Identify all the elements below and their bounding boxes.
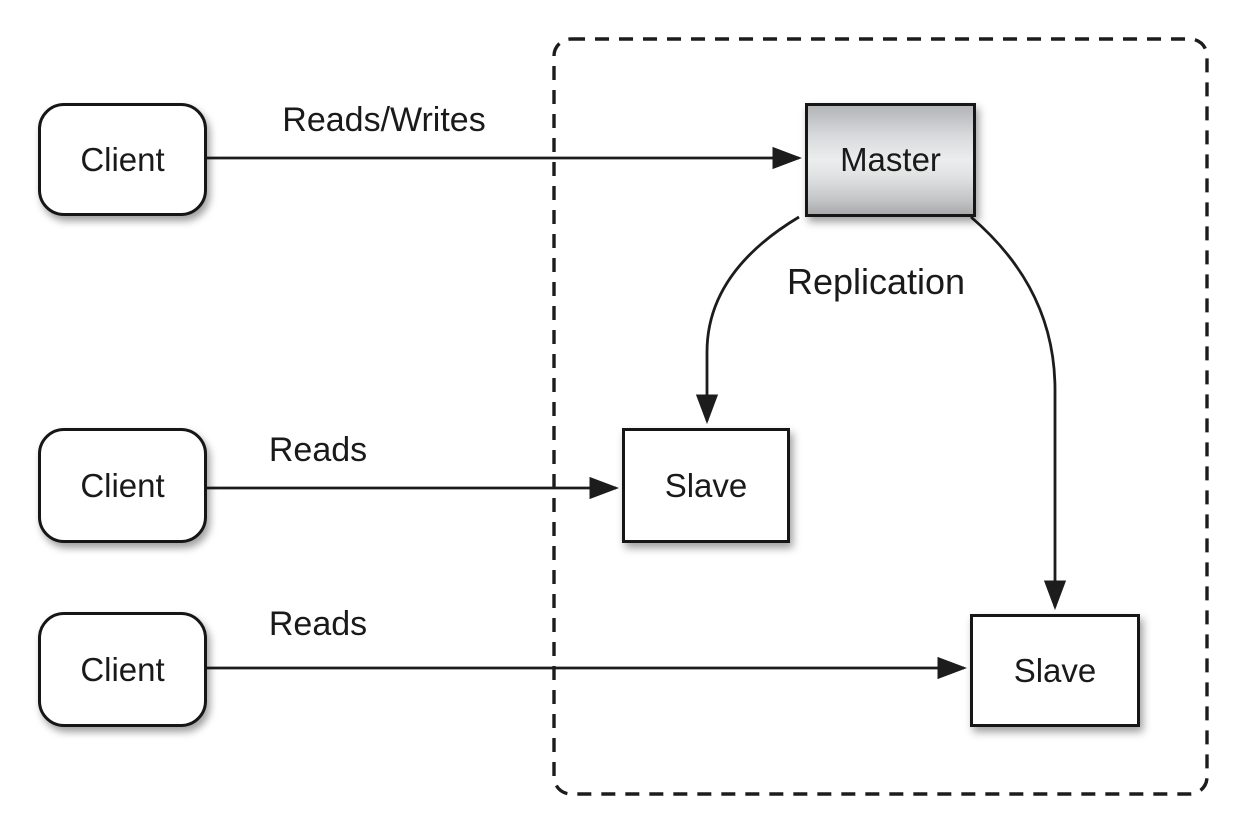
node-slave-1: Slave: [622, 428, 790, 543]
node-master-label: Master: [840, 141, 941, 178]
node-client-1-label: Client: [80, 140, 165, 178]
node-slave-2-label: Slave: [1013, 651, 1097, 689]
node-client-1: Client: [38, 103, 207, 216]
edge-label-reads-middle: Reads: [268, 431, 368, 469]
node-client-3: Client: [38, 612, 207, 727]
node-slave-1-label: Slave: [664, 466, 748, 504]
arrow-master-to-slave1: [695, 215, 800, 425]
edge-label-replication: Replication: [786, 261, 966, 302]
node-client-2: Client: [38, 428, 207, 543]
node-client-2-label: Client: [80, 466, 165, 504]
arrow-master-to-slave2: [970, 215, 1067, 611]
node-master: Master: [805, 103, 976, 217]
edge-label-reads-bottom: Reads: [268, 605, 368, 643]
node-client-3-label: Client: [80, 650, 165, 688]
edge-label-reads-writes: Reads/Writes: [282, 101, 486, 139]
node-slave-2: Slave: [970, 614, 1140, 727]
